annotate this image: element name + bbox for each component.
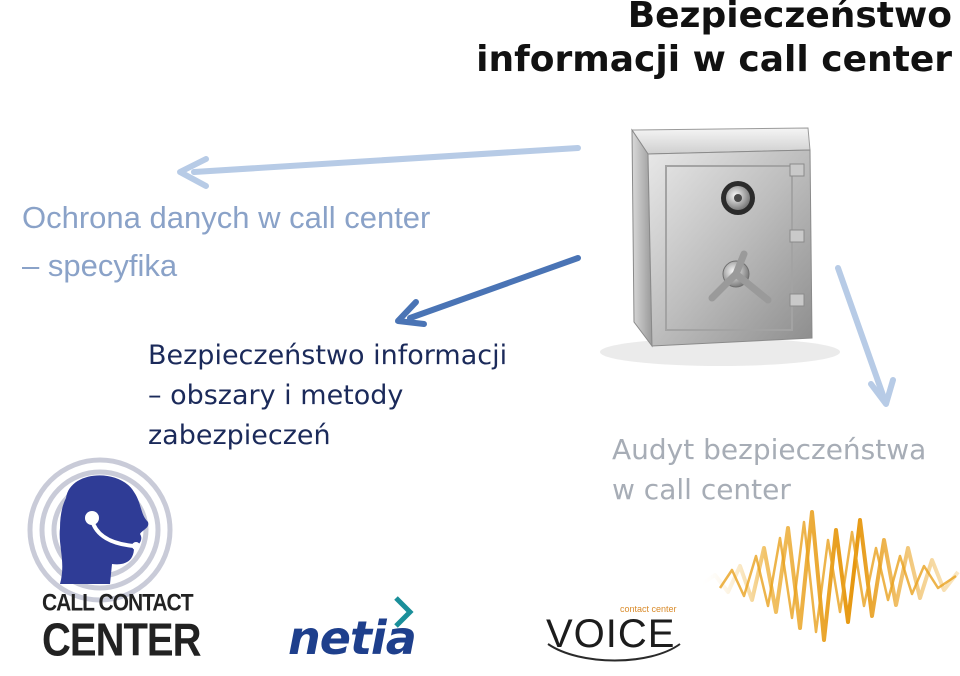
page-title: Bezpieczeństwo informacji w call center	[432, 0, 952, 82]
ccc-line-2: CENTER	[42, 615, 201, 666]
ccc-line-1: CALL CONTACT	[42, 590, 194, 617]
topic-3-line-1: Audyt bezpieczeństwa	[612, 433, 927, 466]
topic-1-line-1: Ochrona danych w call center	[22, 200, 431, 235]
topic-1-line-2: – specyfika	[22, 248, 178, 283]
topic-2-line-1: Bezpieczeństwo informacji	[148, 340, 508, 371]
arrow-to-topic-3	[835, 265, 896, 407]
voice-arc-icon	[547, 643, 681, 662]
topic-security-audit: Audyt bezpieczeństwa w call center	[612, 430, 952, 510]
call-contact-center-wordmark: CALL CONTACT CENTER	[42, 590, 201, 666]
title-line-2: informacji w call center	[476, 39, 952, 80]
arrow-to-topic-1	[177, 145, 581, 189]
topic-2-line-3: zabezpieczeń	[148, 420, 331, 451]
voice-logo-tagline: contact center	[620, 604, 677, 614]
voice-logo: VOICE	[546, 612, 676, 656]
call-contact-center-logo	[27, 457, 173, 603]
netia-chevron-icon	[394, 596, 414, 628]
topic-3-line-2: w call center	[612, 473, 791, 506]
safe-image	[600, 127, 840, 366]
topic-data-protection: Ochrona danych w call center – specyfika	[22, 194, 482, 290]
arrow-to-topic-2	[395, 255, 581, 327]
netia-logo: netia	[288, 611, 417, 665]
title-line-1: Bezpieczeństwo	[627, 0, 952, 36]
topic-information-security: Bezpieczeństwo informacji – obszary i me…	[148, 336, 578, 456]
sound-wave-graphic	[698, 510, 960, 642]
topic-2-line-2: – obszary i metody	[148, 380, 404, 411]
